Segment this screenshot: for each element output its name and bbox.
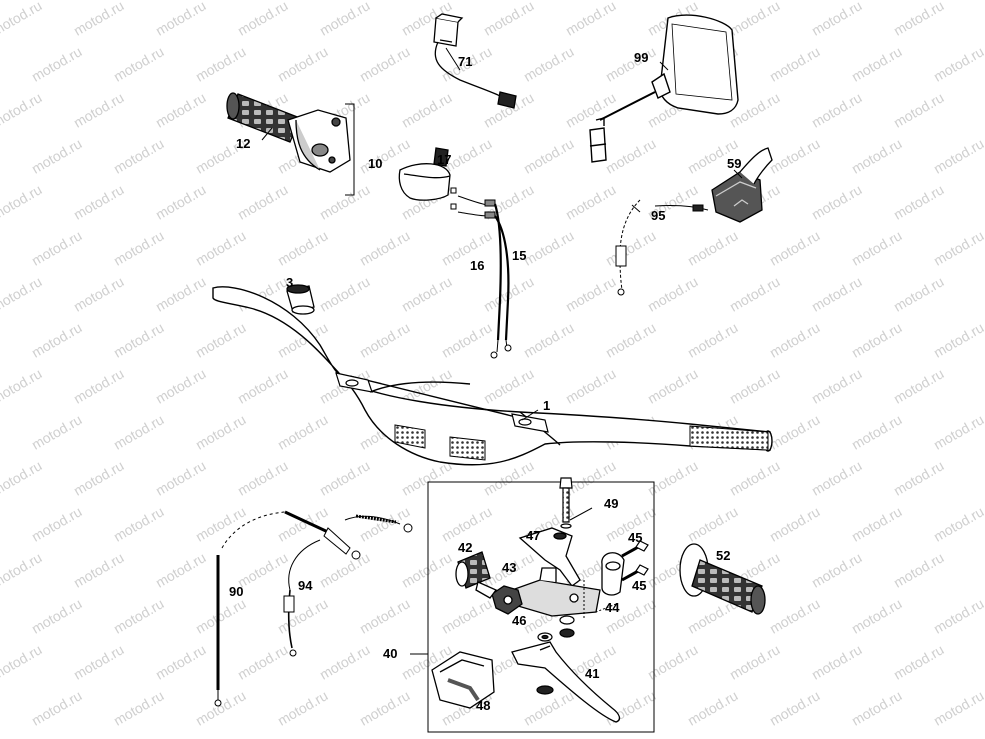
clutch-cable-90 xyxy=(214,510,361,707)
label-part-40: 40 xyxy=(383,646,397,661)
label-part-17: 17 xyxy=(437,152,451,167)
part-labels: 1 3 10 12 15 16 17 40 41 42 43 44 45 45 … xyxy=(229,50,741,713)
label-part-10: 10 xyxy=(368,156,382,171)
handlebar-knurl xyxy=(394,424,769,461)
label-part-71: 71 xyxy=(458,54,472,69)
label-part-42: 42 xyxy=(458,540,472,555)
label-part-43: 43 xyxy=(502,560,516,575)
switch-connector xyxy=(433,13,517,109)
kill-switch xyxy=(711,147,773,223)
adjuster-sleeve xyxy=(455,551,491,589)
throttle-housing xyxy=(287,109,351,173)
clutch-cable-94 xyxy=(283,514,413,657)
label-part-94: 94 xyxy=(298,578,313,593)
label-part-45-top: 45 xyxy=(628,530,642,545)
label-part-12: 12 xyxy=(236,136,250,151)
label-part-41: 41 xyxy=(585,666,599,681)
clamp-half xyxy=(601,552,625,596)
cable-cover xyxy=(398,147,451,201)
clutch-assembly-frame xyxy=(410,481,655,733)
label-part-16: 16 xyxy=(470,258,484,273)
lever-bolt xyxy=(559,477,573,529)
label-part-15: 15 xyxy=(512,248,526,263)
label-part-3: 3 xyxy=(286,275,293,290)
rear-mirror xyxy=(589,14,739,163)
label-part-44: 44 xyxy=(605,600,620,615)
label-part-95: 95 xyxy=(651,208,665,223)
label-part-47: 47 xyxy=(526,528,540,543)
throttle-cables xyxy=(450,187,512,359)
handlebar-clamps xyxy=(335,372,549,433)
lever-bracket xyxy=(506,567,601,617)
label-part-49: 49 xyxy=(604,496,618,511)
label-part-1: 1 xyxy=(543,398,550,413)
adjuster-nut xyxy=(475,581,523,615)
pivot-washers xyxy=(536,615,575,695)
leader-lines xyxy=(261,47,743,620)
clutch-lever xyxy=(511,641,621,723)
label-part-52: 52 xyxy=(716,548,730,563)
throttle-grip xyxy=(226,92,301,143)
left-grip xyxy=(679,543,766,615)
lever-mount-cover xyxy=(518,527,581,587)
bracket-10 xyxy=(345,103,355,196)
label-part-99: 99 xyxy=(634,50,648,65)
spacer-sleeve xyxy=(286,284,315,315)
label-part-46: 46 xyxy=(512,613,526,628)
label-part-59: 59 xyxy=(727,156,741,171)
kill-switch-cable xyxy=(615,199,709,296)
clamp-bolts xyxy=(621,540,649,582)
label-part-48: 48 xyxy=(476,698,490,713)
lever-guard-48 xyxy=(431,651,495,709)
label-part-90: 90 xyxy=(229,584,243,599)
label-part-45-bottom: 45 xyxy=(632,578,646,593)
